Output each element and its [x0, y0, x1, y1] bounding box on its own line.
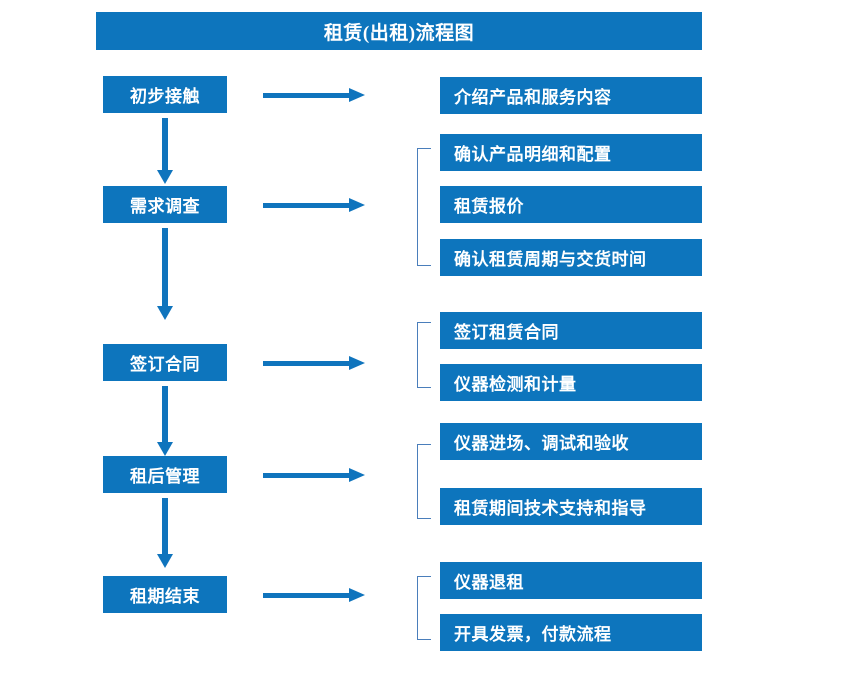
stage-box-rental-end[interactable]: 租期结束 [103, 576, 227, 613]
arrow-down-stage-3-to-4 [155, 386, 175, 456]
arrow-down-stage-1-to-2 [155, 118, 175, 184]
arrow-head [157, 554, 173, 568]
detail-box-invoice-payment[interactable]: 开具发票，付款流程 [440, 614, 702, 651]
arrow-head [349, 356, 365, 370]
arrow-head [349, 468, 365, 482]
arrow-shaft [263, 203, 351, 208]
arrow-right-stage-1 [263, 85, 365, 105]
page-title: 租赁(出租)流程图 [96, 12, 702, 50]
arrow-head [349, 588, 365, 602]
detail-box-confirm-period-delivery[interactable]: 确认租赁周期与交货时间 [440, 239, 702, 276]
arrow-head [349, 88, 365, 102]
stage-box-initial-contact[interactable]: 初步接触 [103, 76, 227, 113]
stage-box-sign-contract[interactable]: 签订合同 [103, 344, 227, 381]
detail-box-technical-support[interactable]: 租赁期间技术支持和指导 [440, 488, 702, 525]
arrow-shaft [263, 361, 351, 366]
arrow-down-stage-2-to-3 [155, 228, 175, 320]
arrow-right-stage-2 [263, 195, 365, 215]
arrow-head [157, 306, 173, 320]
detail-box-instrument-inspection[interactable]: 仪器检测和计量 [440, 364, 702, 401]
arrow-right-stage-4 [263, 465, 365, 485]
arrow-shaft [263, 593, 351, 598]
arrow-down-stage-4-to-5 [155, 498, 175, 568]
arrow-shaft [162, 228, 168, 306]
arrow-shaft [263, 473, 351, 478]
detail-box-confirm-product-spec[interactable]: 确认产品明细和配置 [440, 134, 702, 171]
bracket-connector-stage-5 [417, 576, 431, 640]
detail-box-instrument-return[interactable]: 仪器退租 [440, 562, 702, 599]
detail-box-sign-rental-contract[interactable]: 签订租赁合同 [440, 312, 702, 349]
arrow-right-stage-3 [263, 353, 365, 373]
stage-box-demand-survey[interactable]: 需求调查 [103, 186, 227, 223]
arrow-head [157, 170, 173, 184]
arrow-shaft [162, 118, 168, 170]
bracket-connector-stage-4 [417, 444, 431, 519]
arrow-shaft [162, 386, 168, 442]
bracket-connector-stage-2 [417, 148, 431, 266]
arrow-shaft [263, 93, 351, 98]
detail-box-rental-quotation[interactable]: 租赁报价 [440, 186, 702, 223]
bracket-connector-stage-3 [417, 322, 431, 388]
detail-box-instrument-installation[interactable]: 仪器进场、调试和验收 [440, 423, 702, 460]
arrow-right-stage-5 [263, 585, 365, 605]
arrow-head [157, 442, 173, 456]
arrow-head [349, 198, 365, 212]
detail-box-introduce-products[interactable]: 介绍产品和服务内容 [440, 77, 702, 114]
stage-box-post-rental-management[interactable]: 租后管理 [103, 456, 227, 493]
arrow-shaft [162, 498, 168, 554]
